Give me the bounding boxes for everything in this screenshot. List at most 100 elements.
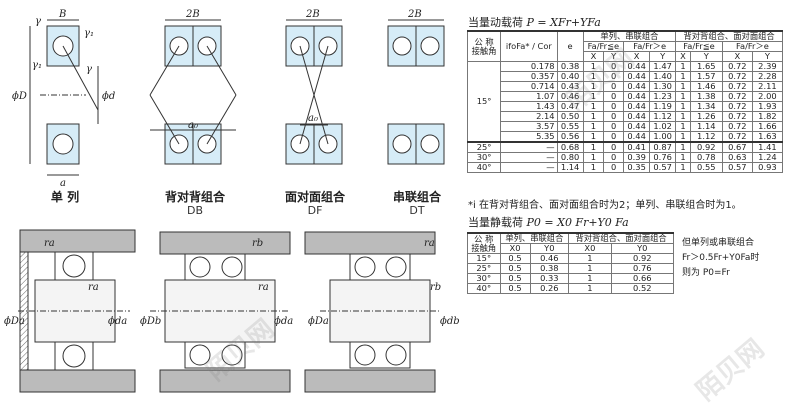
cell-ratio: 1.43 xyxy=(500,101,558,112)
cell-x2: 0.39 xyxy=(623,152,651,163)
cell-y2: 1.30 xyxy=(649,81,677,92)
cell-y2: 1.19 xyxy=(649,101,677,112)
cell-y2: 0.76 xyxy=(649,152,677,163)
caption-db: 背对背组合 xyxy=(164,190,225,204)
cell-y4: 0.93 xyxy=(751,162,784,173)
cell-y1: 0 xyxy=(603,162,625,173)
static-cell-y2: 0.52 xyxy=(610,283,675,294)
cell-x3: 1 xyxy=(675,111,691,122)
static-cell-x1: 0.5 xyxy=(499,253,531,264)
cell-ratio: 0.178 xyxy=(500,61,558,72)
label-phiDa: ϕDa xyxy=(4,316,25,327)
dynamic-load-table: 公 称接触角 ifoFa* / Cor e 单列、串联组合 背对背组合、面对面组… xyxy=(466,30,784,173)
cell-y3: 0.78 xyxy=(689,152,723,163)
static-pair-header: 背对背组合、面对面组合 xyxy=(568,232,674,244)
cell-ratio: — xyxy=(500,162,558,173)
label-gamma1-b: γ₁ xyxy=(32,60,42,71)
static-cell-x1: 0.5 xyxy=(499,283,531,294)
label-B: B xyxy=(58,9,66,20)
label-gamma-b: γ xyxy=(86,64,92,75)
cell-ratio: 5.35 xyxy=(500,131,558,143)
mount-single xyxy=(18,229,136,393)
db-bearing xyxy=(149,19,237,165)
cell-y3: 0.55 xyxy=(689,162,723,173)
bearing-drawings: B γ γ₁ γ₁ γ ϕD ϕd a 2B a₀ 2B a₀ 2B ra ra… xyxy=(4,9,460,393)
label-phida-2: ϕda xyxy=(274,316,293,327)
cell-x3: 1 xyxy=(675,131,691,143)
cell-y4: 1.63 xyxy=(751,131,784,143)
cell-x4: 0.72 xyxy=(721,101,753,112)
label-phida: ϕda xyxy=(108,316,127,327)
static-cell-y2: 0.92 xyxy=(610,253,675,264)
cell-x1: 1 xyxy=(582,121,605,132)
cell-y4: 1.93 xyxy=(751,101,784,112)
cell-y1: 0 xyxy=(603,121,625,132)
static-cell-x2: 1 xyxy=(568,273,612,284)
cell-x3: 1 xyxy=(675,81,691,92)
label-rb-2: rb xyxy=(430,282,441,293)
e-header: e xyxy=(556,30,584,62)
cell-y3: 1.12 xyxy=(689,131,723,143)
cell-y4: 1.41 xyxy=(751,141,784,153)
static-cell-x1: 0.5 xyxy=(499,273,531,284)
caption-dt: 串联组合 xyxy=(392,190,441,204)
label-a0-db: a₀ xyxy=(188,120,198,131)
label-2B-df: 2B xyxy=(305,9,320,20)
code-db: DB xyxy=(186,204,204,217)
cell-x4: 0.72 xyxy=(721,111,753,122)
cell-y4: 2.28 xyxy=(751,71,784,82)
cell-x2: 0.44 xyxy=(623,101,651,112)
cell-x3: 1 xyxy=(675,71,691,82)
cell-x2: 0.44 xyxy=(623,81,651,92)
cell-y3: 1.46 xyxy=(689,81,723,92)
x0-h2: X0 xyxy=(568,243,612,254)
cell-e: 0.55 xyxy=(556,121,584,132)
cell-x2: 0.44 xyxy=(623,121,651,132)
cell-y3: 1.65 xyxy=(689,61,723,72)
cell-y3: 1.26 xyxy=(689,111,723,122)
cell-ratio: 3.57 xyxy=(500,121,558,132)
cell-e: 0.56 xyxy=(556,131,584,143)
cell-x1: 1 xyxy=(582,152,605,163)
cell-y3: 0.92 xyxy=(689,141,723,153)
cell-y4: 1.66 xyxy=(751,121,784,132)
cell-e: 1.14 xyxy=(556,162,584,173)
cell-x4: 0.57 xyxy=(721,162,753,173)
cell-x3: 1 xyxy=(675,61,691,72)
y-h2: Y xyxy=(649,51,677,62)
cell-x3: 1 xyxy=(675,101,691,112)
label-ra-2: ra xyxy=(88,282,99,293)
static-angle-header: 公 称接触角 xyxy=(467,232,501,254)
single-row-bearing xyxy=(29,19,99,176)
caption-single: 单 列 xyxy=(50,190,80,204)
cell-x2: 0.44 xyxy=(623,131,651,143)
cell-y1: 0 xyxy=(603,131,625,143)
cell-x1: 1 xyxy=(582,162,605,173)
mount-pair-1 xyxy=(150,231,291,393)
static-cell-angle: 25° xyxy=(467,263,501,274)
label-phid: ϕd xyxy=(102,91,115,102)
single-header: 单列、串联组合 xyxy=(582,30,677,42)
x0-h1: X0 xyxy=(499,243,531,254)
y-h4: Y xyxy=(751,51,784,62)
static-cell-y2: 0.76 xyxy=(610,263,675,274)
cell-y4: 1.24 xyxy=(751,152,784,163)
cell-ratio: 2.14 xyxy=(500,111,558,122)
cell-ratio: — xyxy=(500,141,558,153)
cell-y4: 2.39 xyxy=(751,61,784,72)
cell-x4: 0.63 xyxy=(721,152,753,163)
dynamic-footnote: *i 在背对背组合、面对面组合时为2；单列、串联组合时为1。 xyxy=(468,200,742,211)
cell-y1: 0 xyxy=(603,101,625,112)
cell-y1: 0 xyxy=(603,152,625,163)
label-gamma: γ xyxy=(35,16,41,27)
cell-x4: 0.72 xyxy=(721,121,753,132)
